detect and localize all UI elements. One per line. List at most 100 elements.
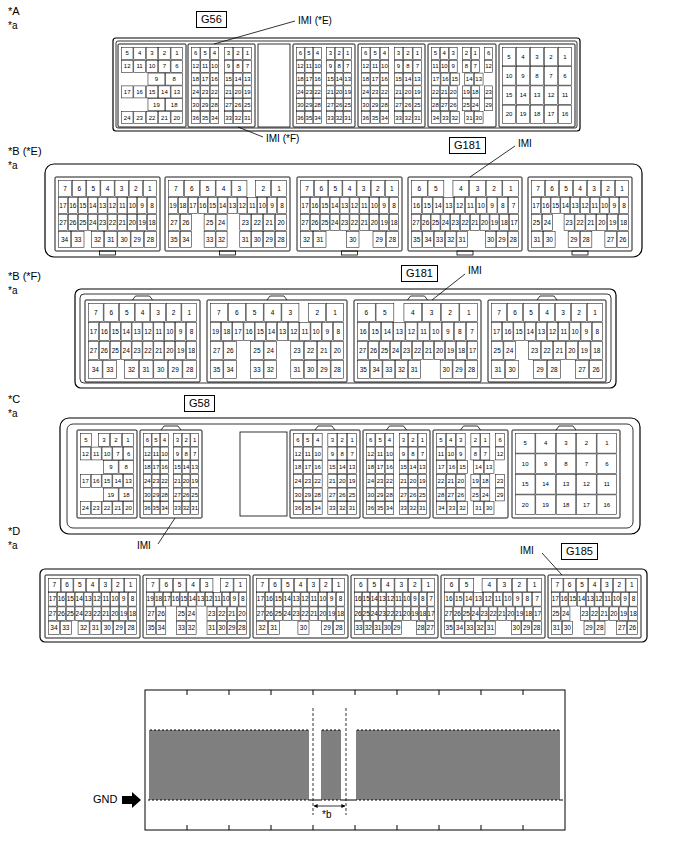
pin-cell <box>174 433 182 446</box>
pin-cell <box>380 112 389 124</box>
pin-number: 1 <box>175 50 178 56</box>
pin-cell <box>466 360 478 378</box>
pin-cell <box>264 341 277 359</box>
pin-number: 9 <box>155 76 158 82</box>
pin-cell <box>234 60 243 72</box>
pin-number: 1 <box>346 50 349 56</box>
pin-cell <box>102 447 112 460</box>
pin-number: 7 <box>193 451 196 457</box>
pin-number: 3 <box>289 309 293 316</box>
pin-number: 12 <box>144 328 151 335</box>
pin-number: 22 <box>314 478 321 484</box>
pin-cell <box>243 73 252 85</box>
pin-cell <box>152 502 160 515</box>
pin-cell <box>159 86 171 98</box>
pin-cell <box>454 322 465 340</box>
pin-number: 18 <box>223 328 230 335</box>
pin-cell <box>90 621 101 634</box>
pin-cell <box>418 474 427 487</box>
pin-number: 21 <box>441 89 448 95</box>
pin-number: 5 <box>524 440 527 446</box>
pin-cell <box>320 578 332 591</box>
latch-tab <box>408 296 428 300</box>
pin-number: 32 <box>339 505 346 511</box>
pin-number: 32 <box>94 236 101 243</box>
pin-number: 14 <box>371 596 378 603</box>
pin-cell <box>413 86 422 98</box>
pin-number: 33 <box>436 236 443 243</box>
pin-number: 27 <box>578 366 585 373</box>
pin-cell <box>177 607 186 620</box>
latch-tab <box>342 251 358 255</box>
pin-cell <box>98 214 107 230</box>
pin-cell <box>114 621 125 634</box>
pin-cell <box>600 607 609 620</box>
pin-number: 5 <box>126 50 129 56</box>
pin-cell <box>601 180 614 196</box>
pin-cell <box>102 474 112 487</box>
pin-number: 26 <box>101 347 108 354</box>
pin-cell <box>210 341 223 359</box>
pin-cell <box>335 47 343 59</box>
pin-cell <box>544 67 557 85</box>
pin-number: 3 <box>451 50 454 56</box>
pin-cell <box>348 474 357 487</box>
pin-number: 14 <box>339 464 346 470</box>
pin-number: 24 <box>392 347 399 354</box>
pin-cell <box>105 231 117 247</box>
pin-cell <box>609 607 618 620</box>
pin-cell <box>445 341 455 359</box>
pin-number: 13 <box>475 76 482 82</box>
pin-number: 8 <box>421 596 425 603</box>
pin-number: 5 <box>286 582 290 589</box>
pin-cell <box>455 197 465 213</box>
pin-cell <box>201 112 210 124</box>
latch-tab <box>220 251 236 255</box>
pin-cell <box>498 197 508 213</box>
pin-number: 29 <box>202 102 209 108</box>
pin-cell <box>444 593 453 606</box>
pin-cell <box>357 360 369 378</box>
pin-cell <box>210 86 219 98</box>
pin-cell <box>146 86 158 98</box>
pin-number: 1 <box>193 437 196 443</box>
pin-cell <box>318 341 331 359</box>
pin-cell <box>350 197 359 213</box>
pin-cell <box>577 474 597 494</box>
pin-number: 32 <box>336 115 343 121</box>
label-text: *a <box>8 286 17 296</box>
pin-number: 2 <box>618 582 622 589</box>
pin-cell <box>576 578 588 591</box>
pin-cell <box>394 112 403 124</box>
pin-cell <box>319 593 327 606</box>
pin-cell <box>348 447 357 460</box>
pin-cell <box>328 433 337 446</box>
pin-number: 28 <box>533 625 540 632</box>
pin-number: 19 <box>212 328 219 335</box>
pin-cell <box>551 607 560 620</box>
pin-cell <box>503 322 513 340</box>
pin-number: 5 <box>307 50 310 56</box>
pin-number: 32 <box>459 505 466 511</box>
pin-number: 31 <box>92 625 99 632</box>
pin-cell <box>300 214 309 230</box>
pin-number: 10 <box>381 63 388 69</box>
pin-cell <box>276 231 287 247</box>
node-text: G58 <box>189 398 210 409</box>
pin-number: 22 <box>489 610 496 617</box>
pin-number: 10 <box>371 202 378 209</box>
pin-cell <box>371 86 380 98</box>
pin-number: 16 <box>359 328 366 335</box>
pin-number: 26 <box>370 347 377 354</box>
label-text: *a <box>8 21 17 31</box>
pin-cell <box>305 73 313 85</box>
pin-cell <box>152 474 160 487</box>
pin-number: 9 <box>521 73 524 79</box>
pin-number: 6 <box>568 582 572 589</box>
pin-cell <box>277 197 286 213</box>
pin-number: 15 <box>180 596 187 603</box>
pin-cell <box>348 433 357 446</box>
pin-number: 25 <box>67 610 74 617</box>
pin-number: 1 <box>620 185 624 192</box>
pin-cell <box>328 607 336 620</box>
